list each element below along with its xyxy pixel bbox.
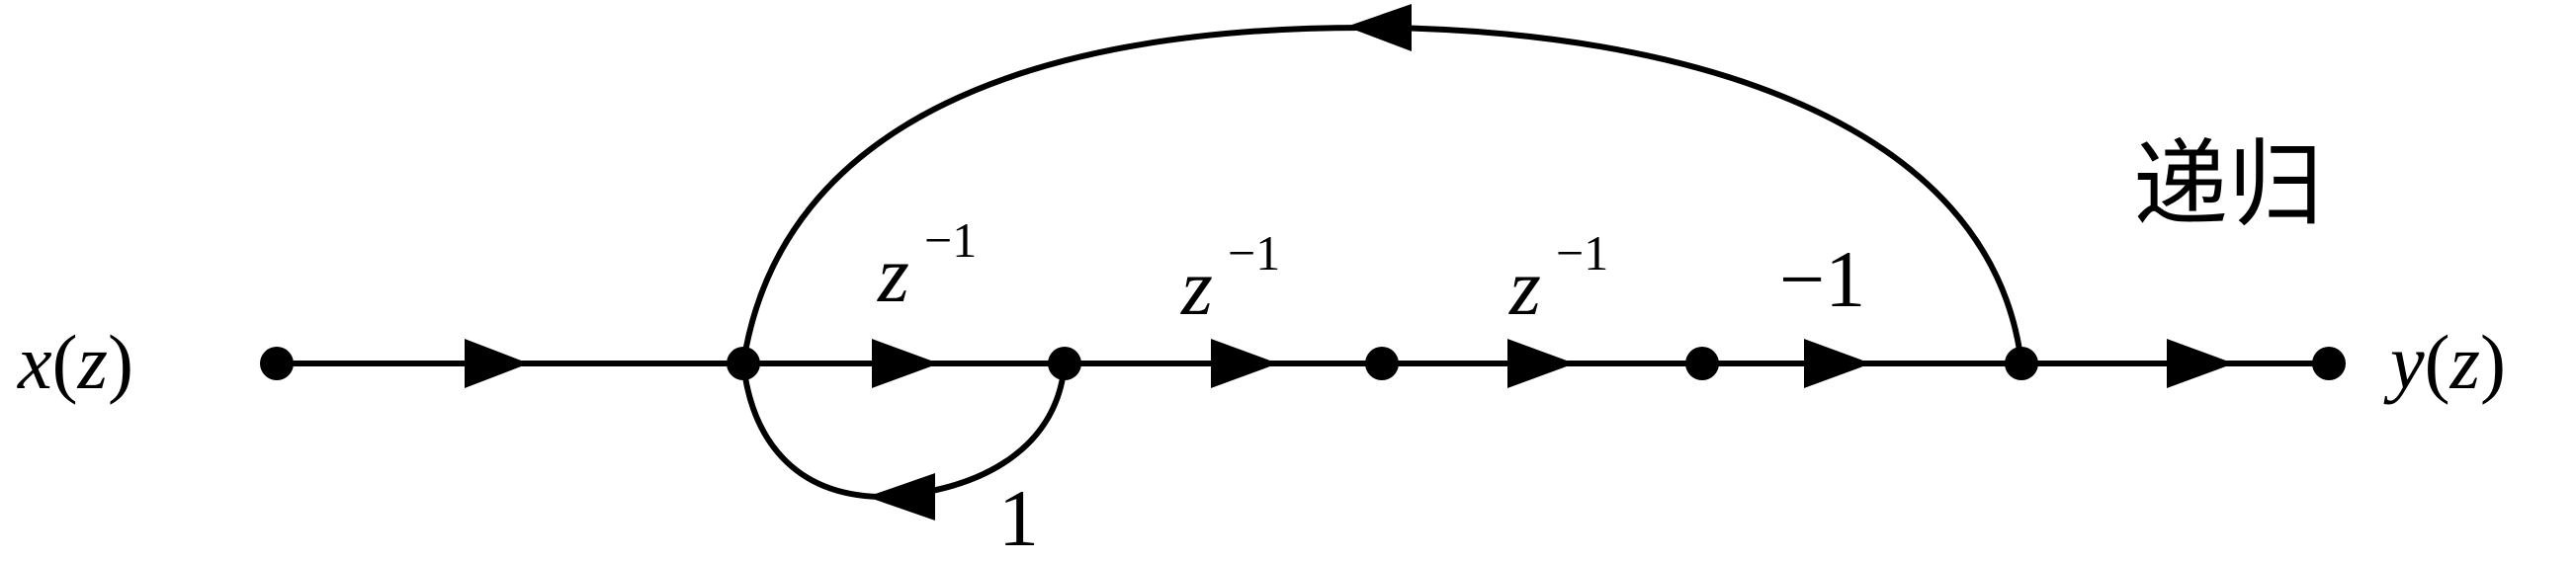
arrow-minus-one-branch [1804, 339, 1871, 388]
node-1 [727, 347, 760, 380]
output-label: y(z) [2383, 319, 2506, 405]
arrow-feedback-loop [867, 473, 935, 521]
node-4 [1685, 347, 1719, 380]
arrow-delay3-branch [1507, 339, 1575, 388]
recursion-label: 递归 [2133, 129, 2323, 240]
node-input [260, 347, 294, 380]
arrow-delay2-branch [1211, 339, 1278, 388]
arrow-delay1-branch [872, 339, 939, 388]
arrow-recursion-arc [1346, 4, 1412, 51]
delay1-base: z [877, 229, 909, 319]
gain-minus-one: −1 [1779, 234, 1865, 324]
node-2 [1048, 347, 1081, 380]
delay2-base: z [1180, 242, 1213, 332]
output-var: y [2383, 319, 2425, 405]
input-var: x [17, 319, 52, 405]
input-label: x(z) [17, 319, 133, 405]
feedback-gain: 1 [998, 473, 1039, 562]
delay1-exponent: −1 [924, 212, 977, 268]
input-close-paren: ) [108, 319, 133, 405]
node-output [2312, 347, 2346, 380]
output-open-paren: ( [2425, 319, 2450, 405]
arrow-input-branch [465, 339, 529, 388]
delay3-exponent: −1 [1556, 225, 1608, 281]
node-5 [2005, 347, 2038, 380]
output-arg: z [2449, 319, 2480, 405]
input-open-paren: ( [52, 319, 78, 405]
delay3-base: z [1508, 242, 1541, 332]
input-arg: z [77, 319, 108, 405]
delay2-exponent: −1 [1228, 225, 1280, 281]
output-close-paren: ) [2480, 319, 2506, 405]
arrow-output-branch [2167, 339, 2234, 388]
node-3 [1365, 347, 1399, 380]
